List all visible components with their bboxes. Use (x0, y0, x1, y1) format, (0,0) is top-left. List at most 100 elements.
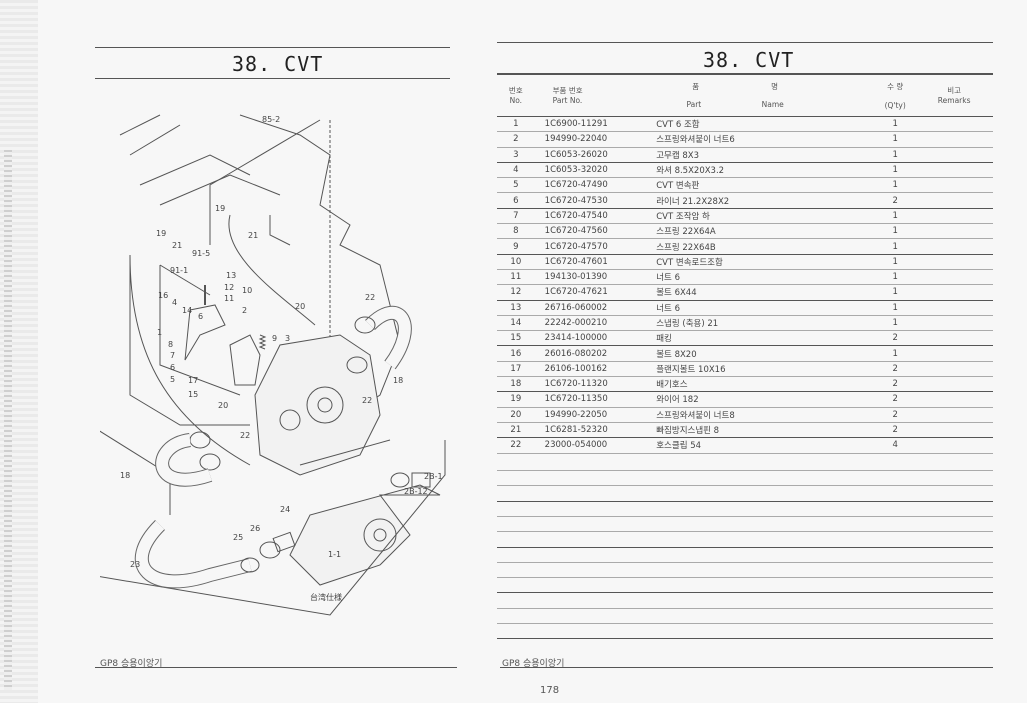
callout-label: 20 (218, 401, 228, 410)
part-number: 1C6720-47530 (534, 192, 655, 209)
remarks (915, 391, 993, 408)
row-number: 3 (497, 147, 535, 163)
part-name: 고무캡 8X3 (654, 147, 876, 163)
callout-label: 21 (172, 241, 182, 250)
part-name: 호스클립 54 (654, 437, 876, 454)
empty-table-rule (497, 607, 993, 609)
part-name: 스프링와셔붙이 너트6 (654, 131, 876, 148)
part-name: 너트 6 (654, 269, 876, 286)
part-name: 플랜지볼트 10X16 (654, 361, 876, 378)
callout-label: 10 (242, 286, 252, 295)
quantity: 1 (875, 284, 916, 301)
callout-label: 20 (295, 302, 305, 311)
callout-label: 18 (393, 376, 403, 385)
part-name: CVT 조작암 하 (654, 208, 876, 225)
empty-table-rule (497, 623, 993, 624)
wire-19 (228, 214, 316, 326)
remarks (915, 254, 993, 270)
remarks (915, 330, 993, 347)
quantity: 1 (875, 254, 916, 270)
part-number: 1C6053-26020 (534, 147, 655, 163)
row-number: 8 (497, 223, 535, 240)
wire-19b (129, 254, 251, 466)
quantity: 1 (875, 208, 916, 225)
remarks (915, 116, 993, 133)
remarks (915, 131, 993, 148)
callout-label: 9 (272, 334, 277, 343)
row-number: 21 (497, 422, 535, 439)
empty-table-rule (497, 561, 993, 563)
part-name: 스냅링 (축용) 21 (654, 315, 876, 332)
row-number: 10 (497, 254, 535, 270)
operating-arm (184, 304, 226, 361)
quantity: 2 (875, 376, 916, 393)
callout-label: 85-2 (262, 115, 280, 124)
part-name: 볼트 6X44 (654, 284, 876, 301)
remarks (915, 407, 993, 423)
part-name: 스프링 22X64A (654, 223, 876, 240)
remarks (915, 269, 993, 286)
left-title-bottom-rule (95, 78, 450, 79)
part-number: 26716-060002 (534, 300, 655, 316)
row-number: 11 (497, 269, 535, 286)
quantity: 1 (875, 177, 916, 194)
left-page-title: 38. CVT (232, 52, 324, 76)
quantity: 2 (875, 330, 916, 347)
empty-table-rule (497, 592, 993, 594)
remarks (915, 422, 993, 439)
row-number: 22 (497, 437, 535, 454)
callout-label: 1 (157, 328, 162, 337)
empty-table-rule (497, 531, 993, 533)
callout-label: 22 (240, 431, 250, 440)
quantity: 1 (875, 131, 916, 148)
right-footer-rule (500, 667, 993, 668)
left-footer-rule (95, 667, 457, 668)
bracket-outline (129, 255, 250, 426)
quantity: 1 (875, 269, 916, 286)
part-number: 1C6720-47560 (534, 223, 655, 240)
remarks (915, 361, 993, 378)
part-number: 26106-100162 (534, 361, 655, 378)
part-name: 스프링와셔붙이 너트8 (654, 407, 876, 423)
left-title-top-rule (95, 47, 450, 48)
remarks (915, 284, 993, 301)
spring (258, 334, 267, 350)
callout-label: 14 (182, 306, 192, 315)
row-number: 20 (497, 407, 535, 423)
empty-table-rule (497, 577, 993, 579)
callout-label: 台湾仕様 (310, 592, 342, 602)
row-number: 15 (497, 330, 535, 347)
callout-label: 2B-1 (424, 472, 443, 481)
remarks (915, 315, 993, 332)
remarks (915, 437, 993, 454)
part-name: 배기호스 (654, 376, 876, 393)
quantity: 2 (875, 391, 916, 408)
remarks (915, 147, 993, 163)
row-number: 2 (497, 131, 535, 148)
callout-label: 19 (215, 204, 225, 213)
right-page-title: 38. CVT (703, 48, 795, 72)
quantity: 1 (875, 315, 916, 332)
part-number: 26016-080202 (534, 345, 655, 362)
part-number: 194130-01390 (534, 269, 655, 286)
part-number: 23000-054000 (534, 437, 655, 454)
row-number: 17 (497, 361, 535, 378)
part-number: 194990-22050 (534, 407, 655, 423)
callout-label: 19 (156, 229, 166, 238)
row-number: 4 (497, 162, 535, 179)
